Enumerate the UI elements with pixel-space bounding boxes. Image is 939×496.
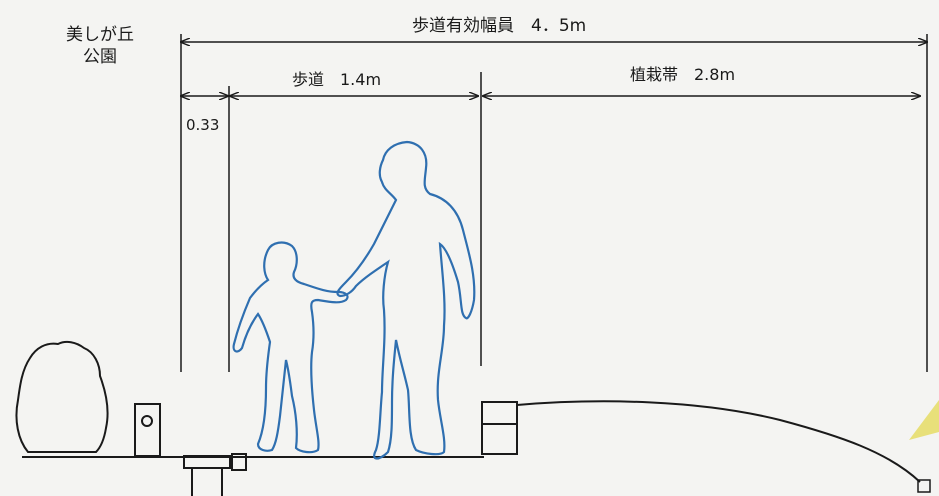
park-label-line-1: 美しが丘: [66, 25, 134, 45]
boundary-post: [134, 403, 161, 457]
park-label: 美しが丘 公園: [58, 24, 142, 68]
planting-strip-width-label: 植栽帯 2.8m: [630, 65, 736, 84]
sidewalk-width-label: 歩道 1.4m: [292, 70, 382, 89]
edge-width-label: 0.33: [186, 116, 220, 134]
accent-shape: [909, 400, 939, 440]
planting-mound: [516, 400, 921, 483]
total-width-label: 歩道有効幅員 4．5m: [412, 16, 587, 36]
child-pedestrian-figure: [232, 241, 349, 454]
planting-edge-block: [481, 401, 518, 455]
curb-structure: [183, 453, 247, 496]
extension-lines: [180, 34, 928, 372]
dimension-lines: [181, 42, 927, 96]
park-label-line-2: 公園: [83, 47, 117, 67]
planting-corner-post: [917, 479, 931, 493]
shrub-icon: [15, 340, 109, 453]
